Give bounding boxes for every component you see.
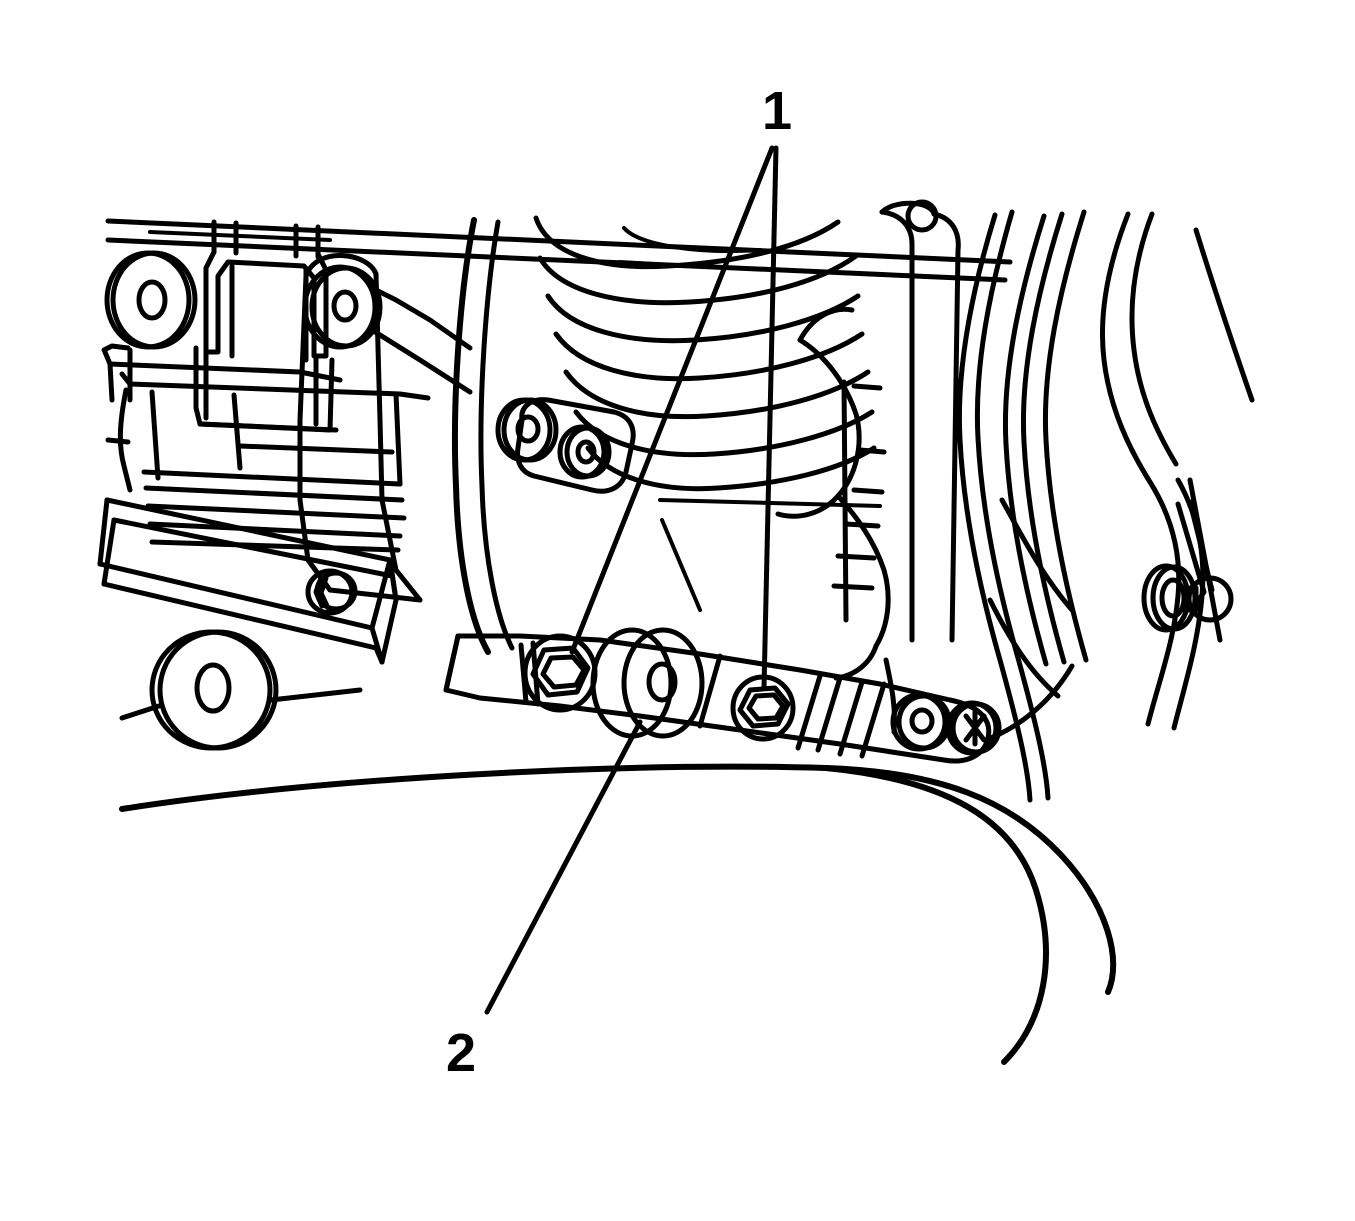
- bushing-upper-left: [104, 250, 198, 350]
- leader-line-1a: [569, 145, 775, 655]
- callout-label-2: 2: [446, 1023, 477, 1083]
- bracket-plate: [101, 343, 343, 403]
- beam-bolt: [305, 568, 358, 616]
- tire-outline: [119, 763, 1117, 1065]
- leader-lines: [484, 145, 779, 1015]
- brake-hose-bundle: [956, 209, 1255, 803]
- callout-label-1: 1: [762, 81, 793, 141]
- diagonal-beam: [97, 497, 399, 665]
- frame-rail: [105, 218, 1013, 283]
- leader-line-1b: [761, 145, 779, 691]
- hex-nut-left: [518, 633, 598, 713]
- coil-spring: [451, 215, 882, 655]
- right-lower-body: [983, 497, 1075, 743]
- torx-bolt: [890, 692, 1002, 756]
- spring-seat-bracket: [495, 397, 636, 494]
- ball-stud: [1186, 575, 1234, 623]
- stabilizer-link: [1141, 499, 1234, 633]
- bushing-upper-right: [302, 264, 383, 350]
- large-bushing-lower-left: [119, 629, 363, 751]
- subframe-crossmember: [105, 371, 431, 553]
- leader-line-2a: [484, 719, 643, 1015]
